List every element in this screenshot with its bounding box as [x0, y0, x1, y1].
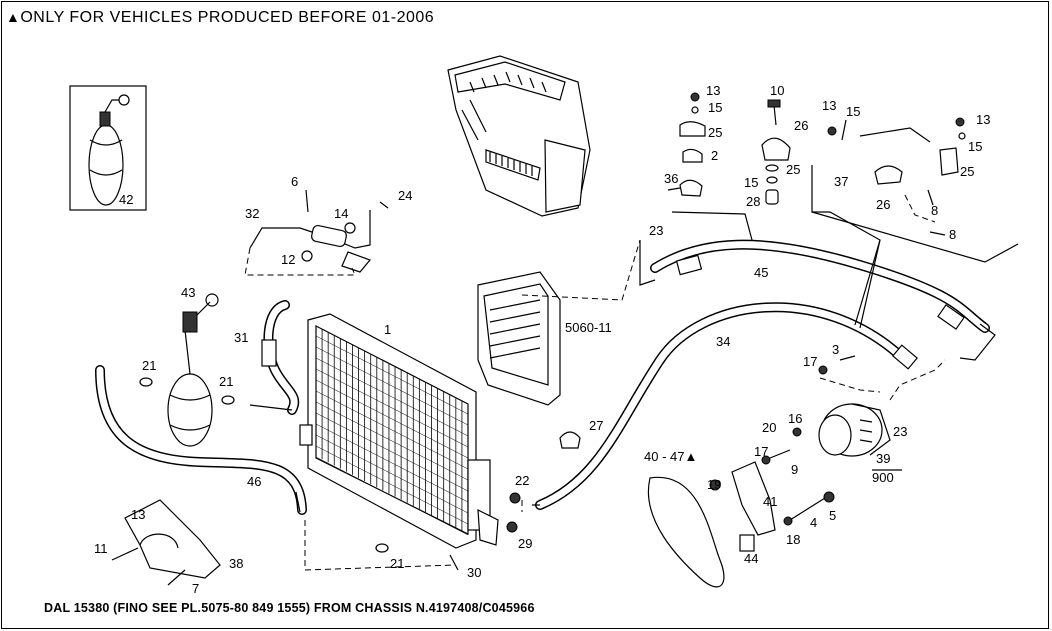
- callout-21a: 21: [142, 358, 156, 373]
- callout-8b: 8: [949, 227, 956, 242]
- callout-28: 28: [746, 194, 760, 209]
- callout-6: 6: [291, 174, 298, 189]
- callout-25c: 25: [960, 164, 974, 179]
- receiver-drier-inset: [69, 85, 147, 211]
- callout-44: 44: [744, 551, 758, 566]
- callout-22: 22: [515, 473, 529, 488]
- callout-41: 41: [763, 494, 777, 509]
- grouping-lines: [671, 165, 1019, 471]
- warning-triangle-icon: ▲: [6, 9, 21, 25]
- callout-15c: 15: [846, 104, 860, 119]
- callout-12: 12: [281, 252, 295, 267]
- callout-ref-5060-11: 5060-11: [565, 320, 612, 335]
- callout-7: 7: [192, 581, 199, 596]
- callout-5: 5: [829, 508, 836, 523]
- warning-triangle-icon: ▲: [684, 449, 697, 464]
- callout-25b: 25: [786, 162, 800, 177]
- callout-27: 27: [589, 418, 603, 433]
- callout-11: 11: [94, 541, 108, 556]
- callout-38: 38: [229, 556, 243, 571]
- callout-1: 1: [384, 322, 391, 337]
- tensioner-bracket: [709, 427, 835, 552]
- callout-46: 46: [247, 474, 261, 489]
- callout-9: 9: [791, 462, 798, 477]
- callout-17a: 17: [803, 354, 817, 369]
- callout-24: 24: [398, 188, 412, 203]
- callout-14: 14: [334, 206, 348, 221]
- callout-10: 10: [770, 83, 784, 98]
- callout-25a: 25: [708, 125, 722, 140]
- callout-19: 19: [707, 477, 721, 492]
- callout-31: 31: [234, 330, 248, 345]
- callout-26b: 26: [876, 197, 890, 212]
- callout-15d: 15: [968, 139, 982, 154]
- callout-900: 900: [872, 470, 894, 485]
- callout-29: 29: [518, 536, 532, 551]
- receiver-drier: [167, 293, 219, 447]
- callout-45: 45: [754, 265, 768, 280]
- bracket-assembly: [111, 499, 221, 586]
- drive-belt: [647, 476, 725, 588]
- callout-4: 4: [810, 515, 817, 530]
- condenser: [299, 313, 499, 549]
- callout-3: 3: [832, 342, 839, 357]
- callout-13a: 13: [131, 507, 145, 522]
- callout-39: 39: [876, 451, 890, 466]
- leader-lines: [244, 194, 946, 571]
- callout-13d: 13: [976, 112, 990, 127]
- callout-13b: 13: [706, 83, 720, 98]
- callout-36: 36: [664, 171, 678, 186]
- callout-23a: 23: [649, 223, 663, 238]
- callout-23b: 23: [893, 424, 907, 439]
- callout-16: 16: [788, 411, 802, 426]
- callout-8a: 8: [931, 203, 938, 218]
- small-fasteners: [139, 189, 856, 571]
- callout-32: 32: [245, 206, 259, 221]
- header-note: ▲ONLY FOR VEHICLES PRODUCED BEFORE 01-20…: [6, 9, 434, 27]
- callout-30: 30: [467, 565, 481, 580]
- callout-18: 18: [786, 532, 800, 547]
- callout-21b: 21: [219, 374, 233, 389]
- callout-labels: 42 6 32 14 24 12 43 31 21 21 1 5060-11 2…: [94, 83, 990, 596]
- callout-42: 42: [119, 192, 133, 207]
- footer-note: DAL 15380 (FINO SEE PL.5075-80 849 1555)…: [44, 601, 535, 615]
- refrigerant-hoses: [95, 210, 996, 515]
- callout-40-47: 40 - 47▲: [644, 449, 697, 464]
- callout-15a: 15: [708, 100, 722, 115]
- callout-15b: 15: [744, 175, 758, 190]
- callout-21c: 21: [390, 556, 404, 571]
- heater-box: [447, 55, 591, 217]
- header-text: ONLY FOR VEHICLES PRODUCED BEFORE 01-200…: [20, 9, 435, 26]
- callout-2: 2: [711, 148, 718, 163]
- compressor: [818, 403, 891, 457]
- callout-13c: 13: [822, 98, 836, 113]
- callout-43: 43: [181, 285, 195, 300]
- evaporator-module: [477, 271, 561, 406]
- callout-34: 34: [716, 334, 730, 349]
- hose-clamps-group: [667, 92, 966, 236]
- callout-17b: 17: [754, 444, 768, 459]
- callout-37: 37: [834, 174, 848, 189]
- callout-20: 20: [762, 420, 776, 435]
- callout-26a: 26: [794, 118, 808, 133]
